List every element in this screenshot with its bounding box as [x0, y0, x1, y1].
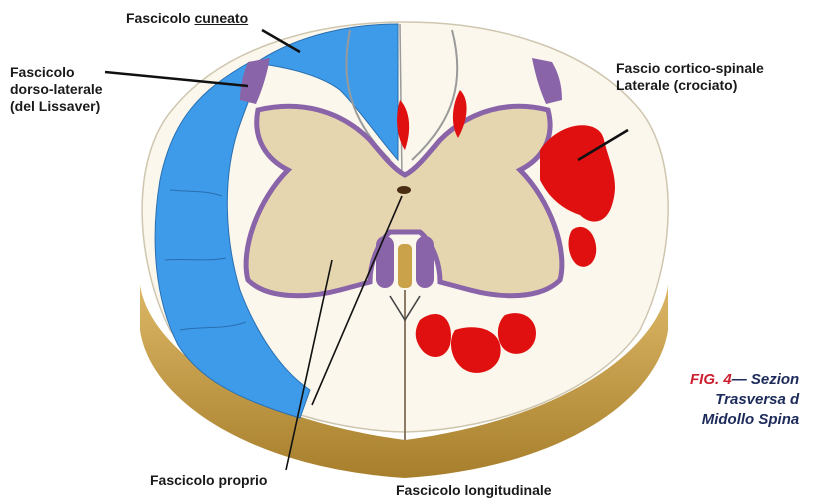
figure-caption: FIG. 4— Sezion Trasversa d Midollo Spina	[690, 370, 799, 430]
label-longitudinale-text: Fascicolo longitudinale	[396, 482, 552, 499]
label-fascicolo-proprio: Fascicolo proprio	[150, 472, 267, 489]
label-fascicolo-longitudinale: Fascicolo longitudinale	[396, 482, 552, 499]
caption-title-start: — Sezion	[732, 371, 800, 388]
label-fascio-cortico-spinale: Fascio cortico-spinale Laterale (crociat…	[616, 60, 764, 94]
label-proprio-text: Fascicolo proprio	[150, 472, 267, 489]
label-cuneato-prefix: Fascicolo	[126, 10, 194, 26]
caption-line2: Trasversa d	[690, 390, 799, 410]
label-dorso-line2: dorso-laterale	[10, 81, 103, 98]
label-cortico-line1: Fascio cortico-spinale	[616, 60, 764, 77]
caption-line3: Midollo Spina	[690, 410, 799, 430]
label-dorso-line1: Fascicolo	[10, 64, 103, 81]
label-fascicolo-dorso-laterale: Fascicolo dorso-laterale (del Lissaver)	[10, 64, 103, 115]
label-dorso-line3: (del Lissaver)	[10, 98, 103, 115]
caption-fig-number: FIG. 4	[690, 371, 732, 388]
label-cuneato-underlined: cuneato	[194, 10, 248, 26]
label-cortico-line2: Laterale (crociato)	[616, 77, 764, 94]
label-fascicolo-cuneato: Fascicolo cuneato	[126, 10, 248, 27]
